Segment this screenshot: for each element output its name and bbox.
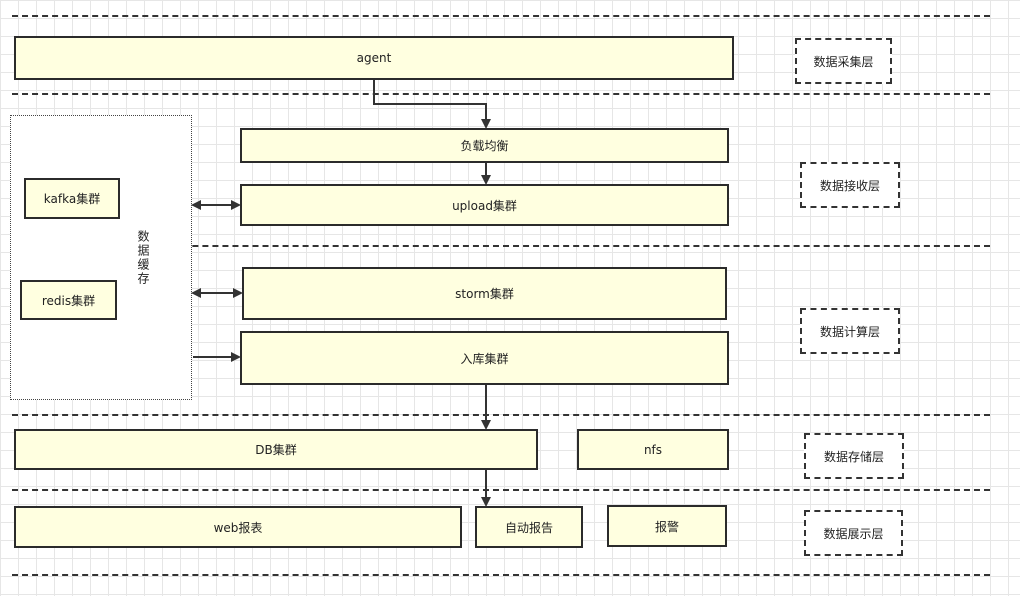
load-balance-box: 负载均衡 xyxy=(240,128,729,163)
ingest-cluster-box: 入库集群 xyxy=(240,331,729,385)
web-report-box: web报表 xyxy=(14,506,462,548)
kafka-cluster-box: kafka集群 xyxy=(24,178,120,219)
layer-separator xyxy=(12,15,990,17)
storm-cluster-box: storm集群 xyxy=(242,267,727,320)
alarm-box: 报警 xyxy=(607,505,727,547)
layer-label-collect: 数据采集层 xyxy=(795,38,892,84)
upload-cluster-box: upload集群 xyxy=(240,184,729,226)
redis-cluster-box: redis集群 xyxy=(20,280,117,320)
layer-label-storage: 数据存储层 xyxy=(804,433,904,479)
db-cluster-box: DB集群 xyxy=(14,429,538,470)
layer-label-receive: 数据接收层 xyxy=(800,162,900,208)
data-cache-label: 数据缓存 xyxy=(136,230,150,286)
nfs-box: nfs xyxy=(577,429,729,470)
arrow-agent-to-load-balance xyxy=(373,80,491,129)
layer-separator xyxy=(12,93,990,95)
layer-separator xyxy=(12,414,990,416)
auto-report-box: 自动报告 xyxy=(475,506,583,548)
layer-separator xyxy=(12,574,990,576)
data-cache-group xyxy=(10,115,192,400)
layer-separator xyxy=(12,489,990,491)
agent-box: agent xyxy=(14,36,734,80)
layer-separator xyxy=(12,245,990,247)
layer-label-compute: 数据计算层 xyxy=(800,308,900,354)
layer-label-display: 数据展示层 xyxy=(804,510,903,556)
